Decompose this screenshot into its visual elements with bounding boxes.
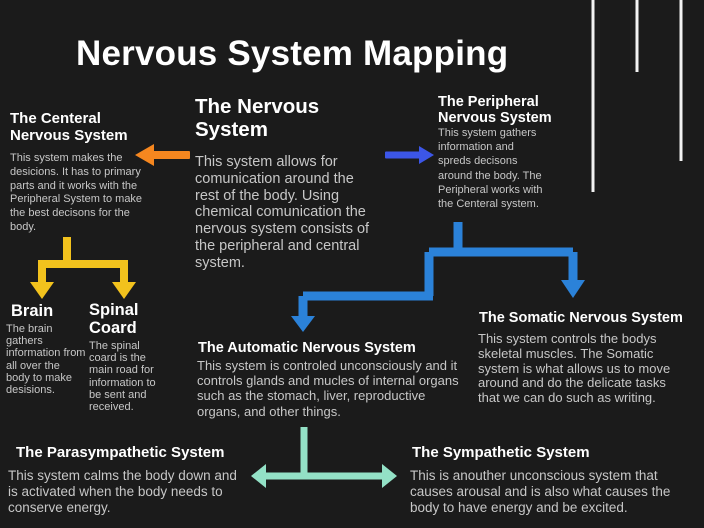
bulb-cords <box>591 0 683 192</box>
automatic-nervous-body: This system is controled unconsciously a… <box>197 358 459 419</box>
sympathetic-body: This is anouther unconscious system that… <box>410 468 671 515</box>
spinal-coard-heading: Spinal Coard <box>89 301 139 337</box>
orange-left-arrow-icon <box>135 144 190 166</box>
spinal-coard-body: The spinal coard is the main road for in… <box>89 340 156 414</box>
nervous-system-body: This system allows for comunication arou… <box>195 154 370 271</box>
peripheral-nervous-heading: The Peripheral Nervous System <box>438 94 552 126</box>
somatic-nervous-heading: The Somatic Nervous System <box>479 310 683 326</box>
parasympathetic-body: This system calms the body down and is a… <box>8 468 237 515</box>
automatic-nervous-heading: The Automatic Nervous System <box>198 340 416 356</box>
yellow-branch-connector <box>30 237 136 299</box>
sympathetic-heading: The Sympathetic System <box>412 444 590 461</box>
parasympathetic-heading: The Parasympathetic System <box>16 444 225 461</box>
peripheral-nervous-body: This system gathers information and spre… <box>438 127 543 211</box>
brain-body: The brain gathers information from all o… <box>6 323 86 397</box>
nervous-system-heading: The Nervous System <box>195 95 320 141</box>
brain-heading: Brain <box>11 302 54 320</box>
blue-branch-connector <box>291 222 585 332</box>
central-nervous-heading: The Centeral Nervous System <box>10 110 128 144</box>
page-title: Nervous System Mapping <box>76 34 509 73</box>
somatic-nervous-body: This system controls the bodys skeletal … <box>478 331 671 406</box>
blue-right-arrow-icon <box>385 146 434 164</box>
teal-double-arrow-connector <box>251 427 397 488</box>
central-nervous-body: This system makes the desicions. It has … <box>10 152 143 233</box>
